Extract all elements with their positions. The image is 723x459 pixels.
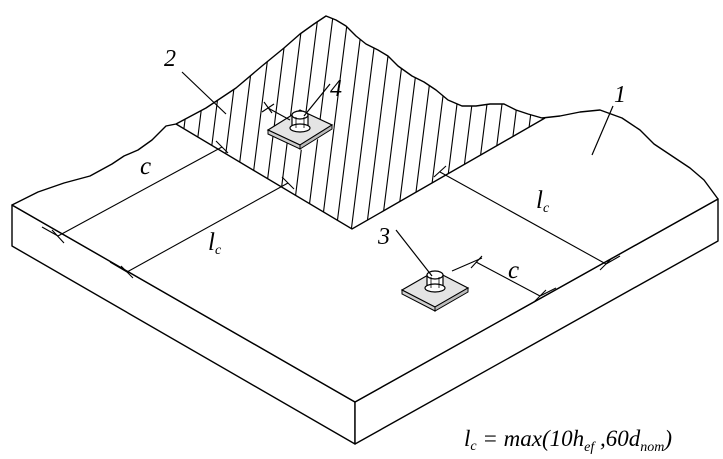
dimension-labels: c lc lc c xyxy=(140,153,550,284)
callout-label-1: 1 xyxy=(614,82,626,108)
dimension-label-c-left: c xyxy=(140,153,151,180)
dimension-c-right xyxy=(475,261,541,297)
anchor-4 xyxy=(266,109,334,150)
leader-2 xyxy=(181,71,227,115)
dimension-label-lc-right: lc xyxy=(536,187,550,216)
dimension-label-c-right: c xyxy=(508,257,519,284)
dimension-lc-left xyxy=(126,182,289,273)
callout-label-4: 4 xyxy=(330,76,342,102)
anchor-3 xyxy=(400,270,470,312)
edge-distance-formula: lc = max(10hef ,60dnom) xyxy=(464,426,672,455)
hatch-zone-border xyxy=(175,117,546,230)
leader-3 xyxy=(395,229,433,277)
leader-1 xyxy=(591,105,614,156)
callout-label-3: 3 xyxy=(377,224,390,250)
concrete-slab xyxy=(11,15,719,445)
leader-lines xyxy=(181,71,614,277)
dimension-lines xyxy=(41,101,621,303)
callout-labels: 1 2 3 4 xyxy=(164,46,626,250)
dimension-lc-right xyxy=(439,171,607,265)
leader-4 xyxy=(303,83,331,117)
dimension-c-left xyxy=(57,146,223,237)
callout-label-2: 2 xyxy=(164,46,176,72)
slab-top-surface xyxy=(11,15,719,403)
dimension-label-lc-left: lc xyxy=(208,229,222,258)
